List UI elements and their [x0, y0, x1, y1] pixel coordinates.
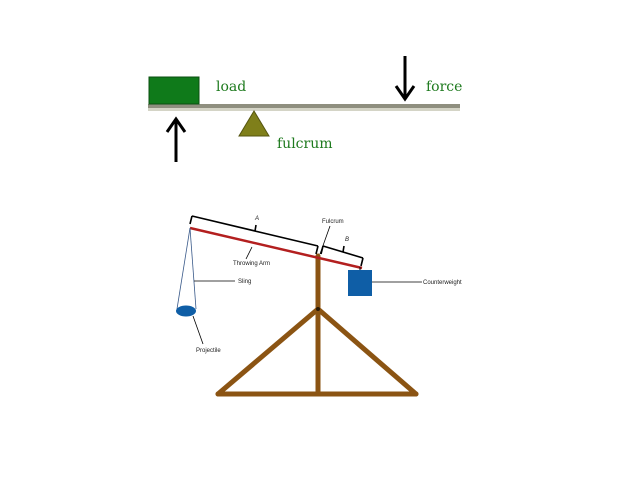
throwing-arm-leader	[245, 246, 253, 260]
trebuchet-diagram: A B Fulcrum Throwing Arm Sling Counterwe…	[176, 215, 462, 397]
projectile-label: Projectile	[196, 348, 221, 354]
load-box	[148, 76, 200, 105]
frame-joint	[316, 307, 320, 311]
throwing-arm-label: Throwing Arm	[233, 261, 270, 267]
bracket-b-label: B	[345, 237, 349, 243]
force-label: force	[426, 79, 462, 95]
fulcrum-triangle	[238, 110, 270, 137]
trebuchet-fulcrum-label: Fulcrum	[322, 219, 344, 225]
lever-diagram: load fulcrum force	[148, 56, 462, 162]
counterweight-label: Counterweight	[423, 280, 462, 286]
projectile	[176, 305, 196, 317]
sling	[176, 227, 197, 310]
bracket-a	[189, 215, 319, 255]
throwing-arm	[189, 226, 363, 270]
sling-label: Sling	[238, 279, 251, 285]
counterweight	[348, 270, 372, 296]
fulcrum-label: fulcrum	[277, 136, 333, 152]
force-arrow-icon	[394, 56, 416, 102]
lever-beam	[148, 104, 460, 108]
bracket-a-label: A	[254, 216, 259, 222]
load-label: load	[216, 79, 246, 95]
fulcrum-leader	[319, 225, 331, 255]
trebuchet-frame	[215, 253, 419, 397]
lever-beam-shadow	[148, 107, 460, 111]
bracket-b	[320, 245, 364, 267]
projectile-leader	[192, 315, 204, 345]
support-arrow-icon	[165, 116, 187, 162]
